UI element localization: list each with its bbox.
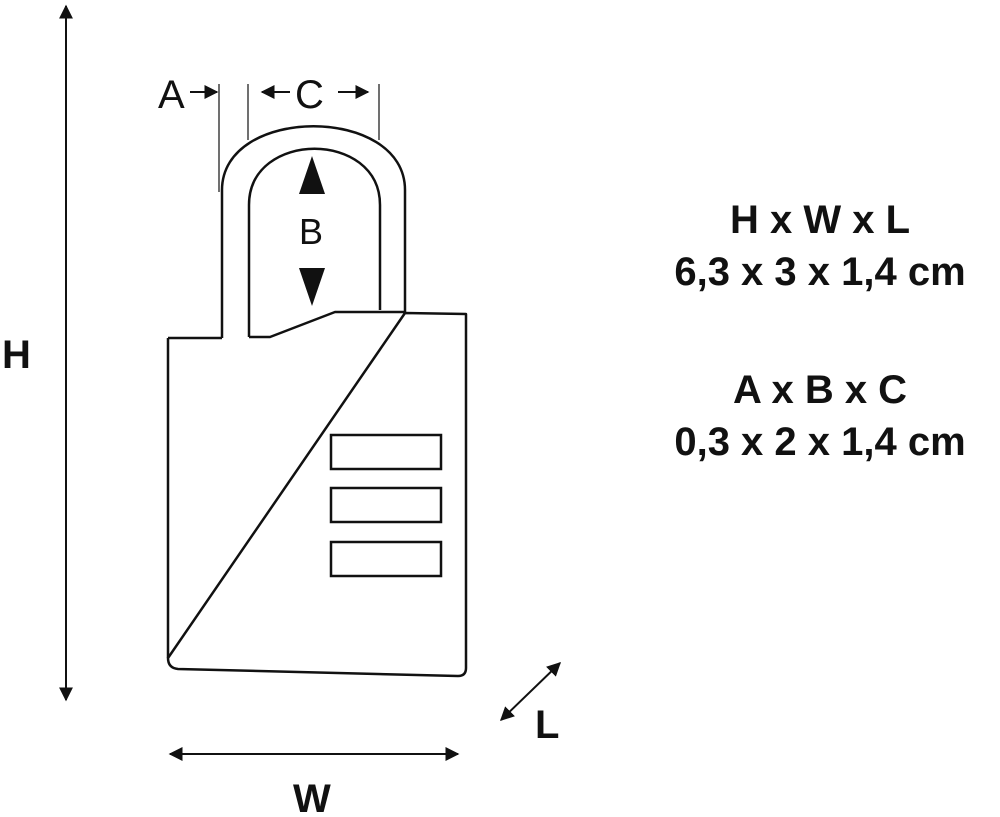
spec-title: H x W x L <box>729 198 911 242</box>
shackle-thickness-label: A <box>158 73 185 117</box>
height-dimension: H <box>2 4 73 702</box>
height-label: H <box>2 333 31 377</box>
dial-3 <box>329 540 443 578</box>
shackle-clearance-label: B <box>299 211 323 252</box>
shackle-width-dimension: C <box>260 73 380 140</box>
padlock-icon <box>166 125 468 678</box>
spec-title: A x B x C <box>732 368 908 412</box>
width-label: W <box>293 777 331 817</box>
length-label: L <box>535 703 559 747</box>
shackle-thickness-dimension: A <box>158 73 249 192</box>
spec-value: 0,3 x 2 x 1,4 cm <box>674 420 966 464</box>
spec-block-abc: A x B x C 0,3 x 2 x 1,4 cm <box>640 364 1000 468</box>
spec-value: 6,3 x 3 x 1,4 cm <box>674 250 966 294</box>
dial-2 <box>329 486 443 524</box>
shackle-width-label: C <box>295 73 324 117</box>
combination-dial-icon <box>329 433 443 578</box>
width-dimension: W <box>168 747 460 817</box>
shackle-clearance-dimension: B <box>299 156 325 306</box>
spec-block-hwl: H x W x L 6,3 x 3 x 1,4 cm <box>640 194 1000 298</box>
dial-1 <box>329 433 443 471</box>
length-dimension: L <box>499 662 562 747</box>
